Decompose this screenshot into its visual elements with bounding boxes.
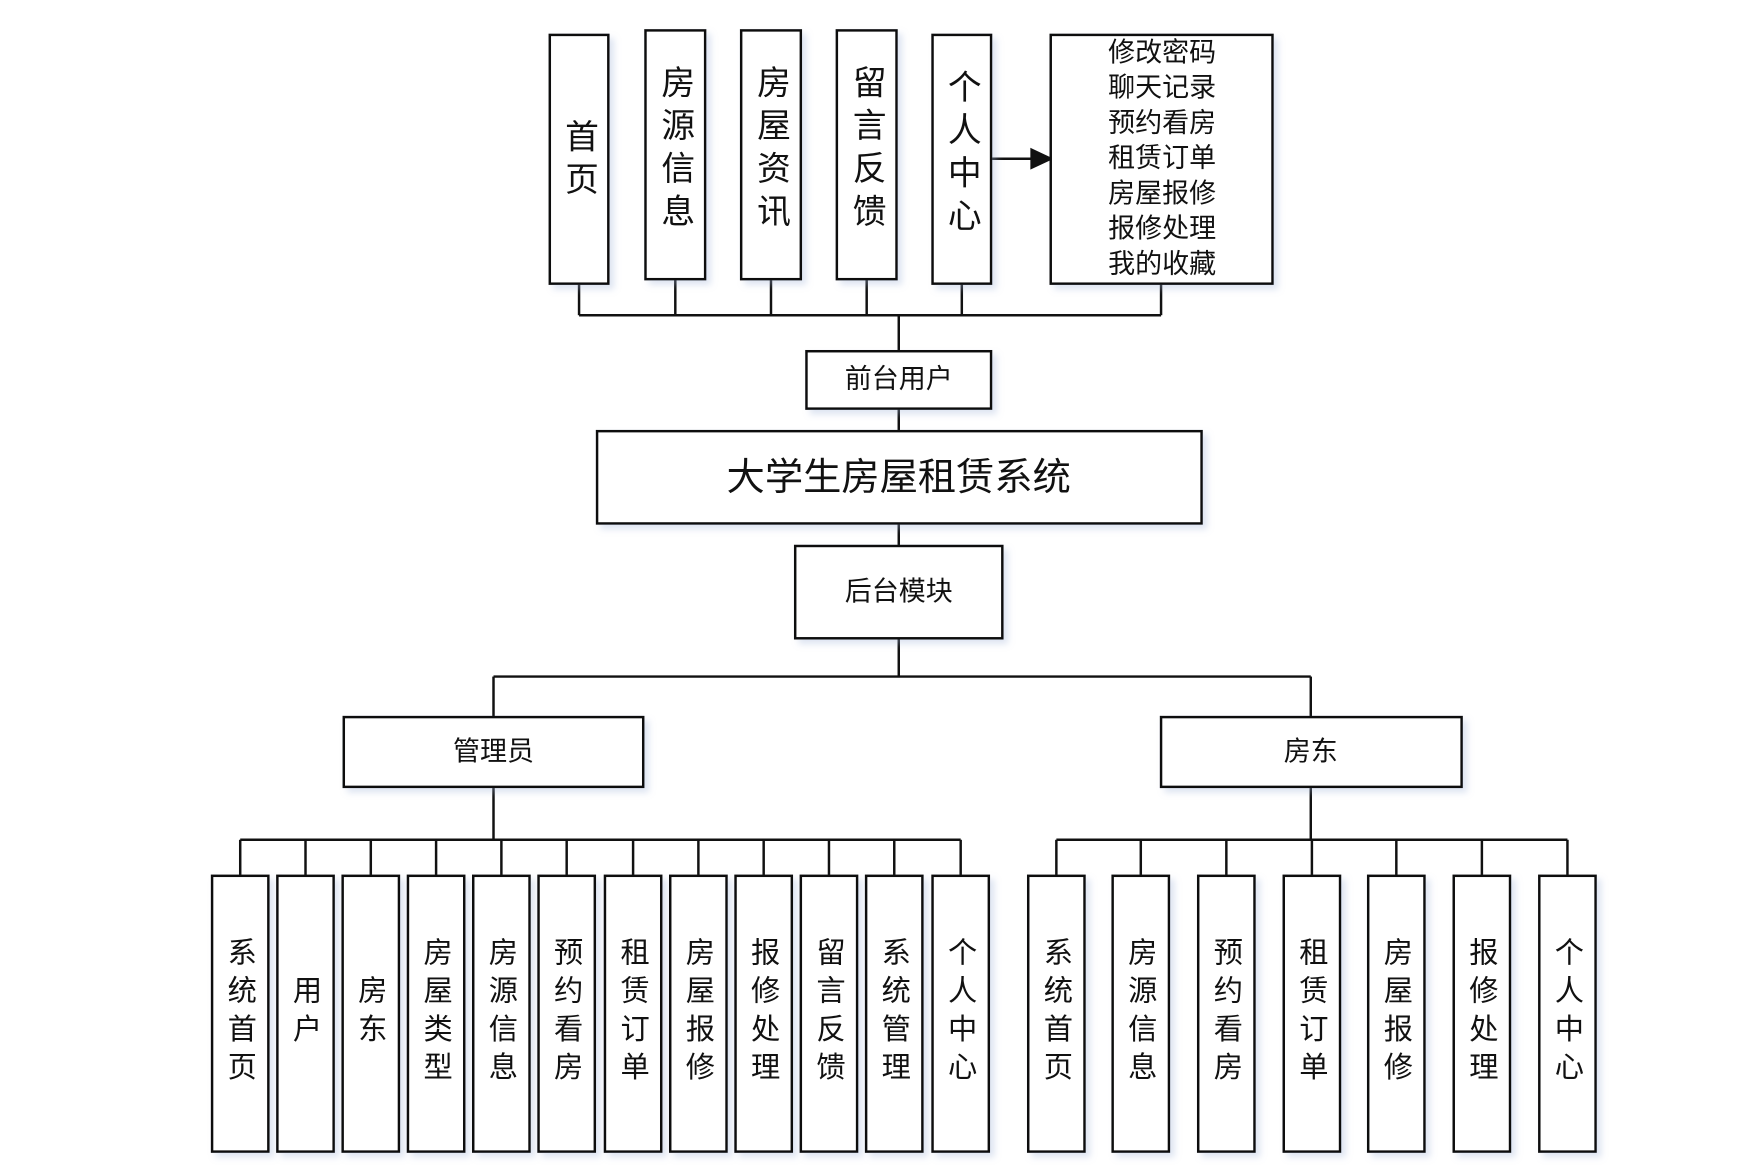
admin-module-11: 个人中心 xyxy=(931,874,991,1153)
landlord-module-2: 预约看房 xyxy=(1196,874,1256,1153)
landlord-module-4: 房屋报修 xyxy=(1366,874,1426,1153)
landlord-module-3-frame xyxy=(1282,874,1342,1153)
admin-module-8-frame xyxy=(734,874,794,1153)
node-label: 系统首页 xyxy=(1039,936,1073,1089)
node-label: 首页 xyxy=(560,118,599,204)
node-label: 个人中心 xyxy=(1550,937,1584,1090)
node-label: 个人中心 xyxy=(942,69,981,240)
node-label: 管理员 xyxy=(453,736,534,767)
arrow-head-icon xyxy=(1030,147,1054,170)
node-label: 个人中心 xyxy=(944,937,978,1090)
landlord-module-1-frame xyxy=(1111,874,1171,1153)
landlord-module-5: 报修处理 xyxy=(1452,874,1512,1153)
landlord-node: 房东 xyxy=(1159,715,1463,789)
frontend-module-1: 房源信息 xyxy=(644,29,707,281)
node-label: 留言反馈 xyxy=(847,64,886,235)
node-label: 预约看房 xyxy=(1209,937,1243,1090)
frontend-module-2-frame xyxy=(739,29,803,281)
admin-module-0-frame xyxy=(210,874,270,1153)
landlord-module-1: 房源信息 xyxy=(1111,874,1171,1153)
admin-module-5: 预约看房 xyxy=(537,874,597,1153)
system-title-node-frame xyxy=(595,429,1203,525)
admin-module-9-frame xyxy=(799,874,859,1153)
admin-node-frame xyxy=(342,715,645,789)
node-label: 租赁订单 xyxy=(1108,143,1216,174)
node-label: 用户 xyxy=(289,975,323,1052)
frontend-module-0-frame xyxy=(548,33,610,285)
node-label: 房屋报修 xyxy=(1379,936,1413,1089)
frontend-module-3: 留言反馈 xyxy=(835,29,898,281)
node-label: 预约看房 xyxy=(550,937,584,1090)
landlord-module-6-frame xyxy=(1538,874,1597,1153)
node-label: 后台模块 xyxy=(845,577,953,608)
node-label: 房屋报修 xyxy=(681,936,715,1089)
frontend-module-0: 首页 xyxy=(548,33,610,285)
node-label: 房源信息 xyxy=(484,936,518,1089)
admin-module-11-frame xyxy=(931,874,991,1153)
admin-module-3: 房屋类型 xyxy=(406,874,466,1153)
node-label: 修改密码 xyxy=(1108,37,1216,68)
admin-module-9: 留言反馈 xyxy=(799,874,859,1153)
node-label: 房屋报修 xyxy=(1108,178,1216,209)
admin-module-2: 房东 xyxy=(341,874,401,1153)
admin-module-3-frame xyxy=(406,874,466,1153)
landlord-module-0-frame xyxy=(1026,874,1086,1153)
node-label: 房东 xyxy=(354,975,388,1052)
connectors xyxy=(238,147,1569,876)
node-label: 报修处理 xyxy=(1465,936,1499,1089)
frontend-module-4-frame xyxy=(931,33,993,285)
node-label: 租赁订单 xyxy=(1295,937,1329,1090)
admin-module-0: 系统首页 xyxy=(210,874,270,1153)
node-label: 前台用户 xyxy=(845,364,953,395)
node-label: 房源信息 xyxy=(656,65,695,236)
frontend-module-2: 房屋资讯 xyxy=(739,29,803,281)
landlord-module-0: 系统首页 xyxy=(1026,874,1086,1153)
frontend-user-node-frame xyxy=(805,349,993,410)
admin-module-1-frame xyxy=(276,874,335,1153)
landlord-module-2-frame xyxy=(1196,874,1256,1153)
landlord-module-4-frame xyxy=(1366,874,1426,1153)
node-label: 留言反馈 xyxy=(812,936,846,1089)
admin-module-6-frame xyxy=(603,874,663,1153)
landlord-module-3: 租赁订单 xyxy=(1282,874,1342,1153)
admin-module-4: 房源信息 xyxy=(472,874,531,1153)
admin-module-2-frame xyxy=(341,874,401,1153)
admin-module-6: 租赁订单 xyxy=(603,874,663,1153)
frontend-module-3-frame xyxy=(835,29,898,281)
backend-node: 后台模块 xyxy=(793,544,1004,640)
frontend-module-4: 个人中心 xyxy=(931,33,993,285)
admin-module-8: 报修处理 xyxy=(734,874,794,1153)
node-label: 预约看房 xyxy=(1108,108,1216,139)
node-label: 大学生房屋租赁系统 xyxy=(727,455,1071,500)
admin-module-1: 用户 xyxy=(276,874,335,1153)
node-label: 房屋资讯 xyxy=(751,65,790,236)
backend-node-frame xyxy=(793,544,1004,640)
system-title-node: 大学生房屋租赁系统 xyxy=(595,429,1203,525)
node-label: 房东 xyxy=(1284,736,1338,767)
admin-module-10: 系统管理 xyxy=(864,874,924,1153)
node-label: 报修处理 xyxy=(1108,214,1216,245)
landlord-module-5-frame xyxy=(1452,874,1512,1153)
landlord-module-6: 个人中心 xyxy=(1538,874,1597,1153)
node-label: 房源信息 xyxy=(1124,936,1158,1089)
node-label: 我的收藏 xyxy=(1108,249,1216,280)
node-label: 系统首页 xyxy=(223,936,257,1089)
landlord-node-frame xyxy=(1159,715,1463,789)
admin-module-10-frame xyxy=(864,874,924,1153)
node-label: 房屋类型 xyxy=(419,936,453,1089)
node-label: 系统管理 xyxy=(877,936,911,1089)
admin-module-7: 房屋报修 xyxy=(669,874,728,1153)
node-label: 聊天记录 xyxy=(1108,73,1216,104)
frontend-user-node: 前台用户 xyxy=(805,349,993,410)
frontend-module-1-frame xyxy=(644,29,707,281)
node-label: 报修处理 xyxy=(747,936,781,1089)
admin-module-5-frame xyxy=(537,874,597,1153)
admin-module-7-frame xyxy=(669,874,728,1153)
admin-node: 管理员 xyxy=(342,715,645,789)
node-label: 租赁订单 xyxy=(616,937,650,1090)
personal-center-items-box-frame xyxy=(1049,33,1274,285)
admin-module-4-frame xyxy=(472,874,531,1153)
